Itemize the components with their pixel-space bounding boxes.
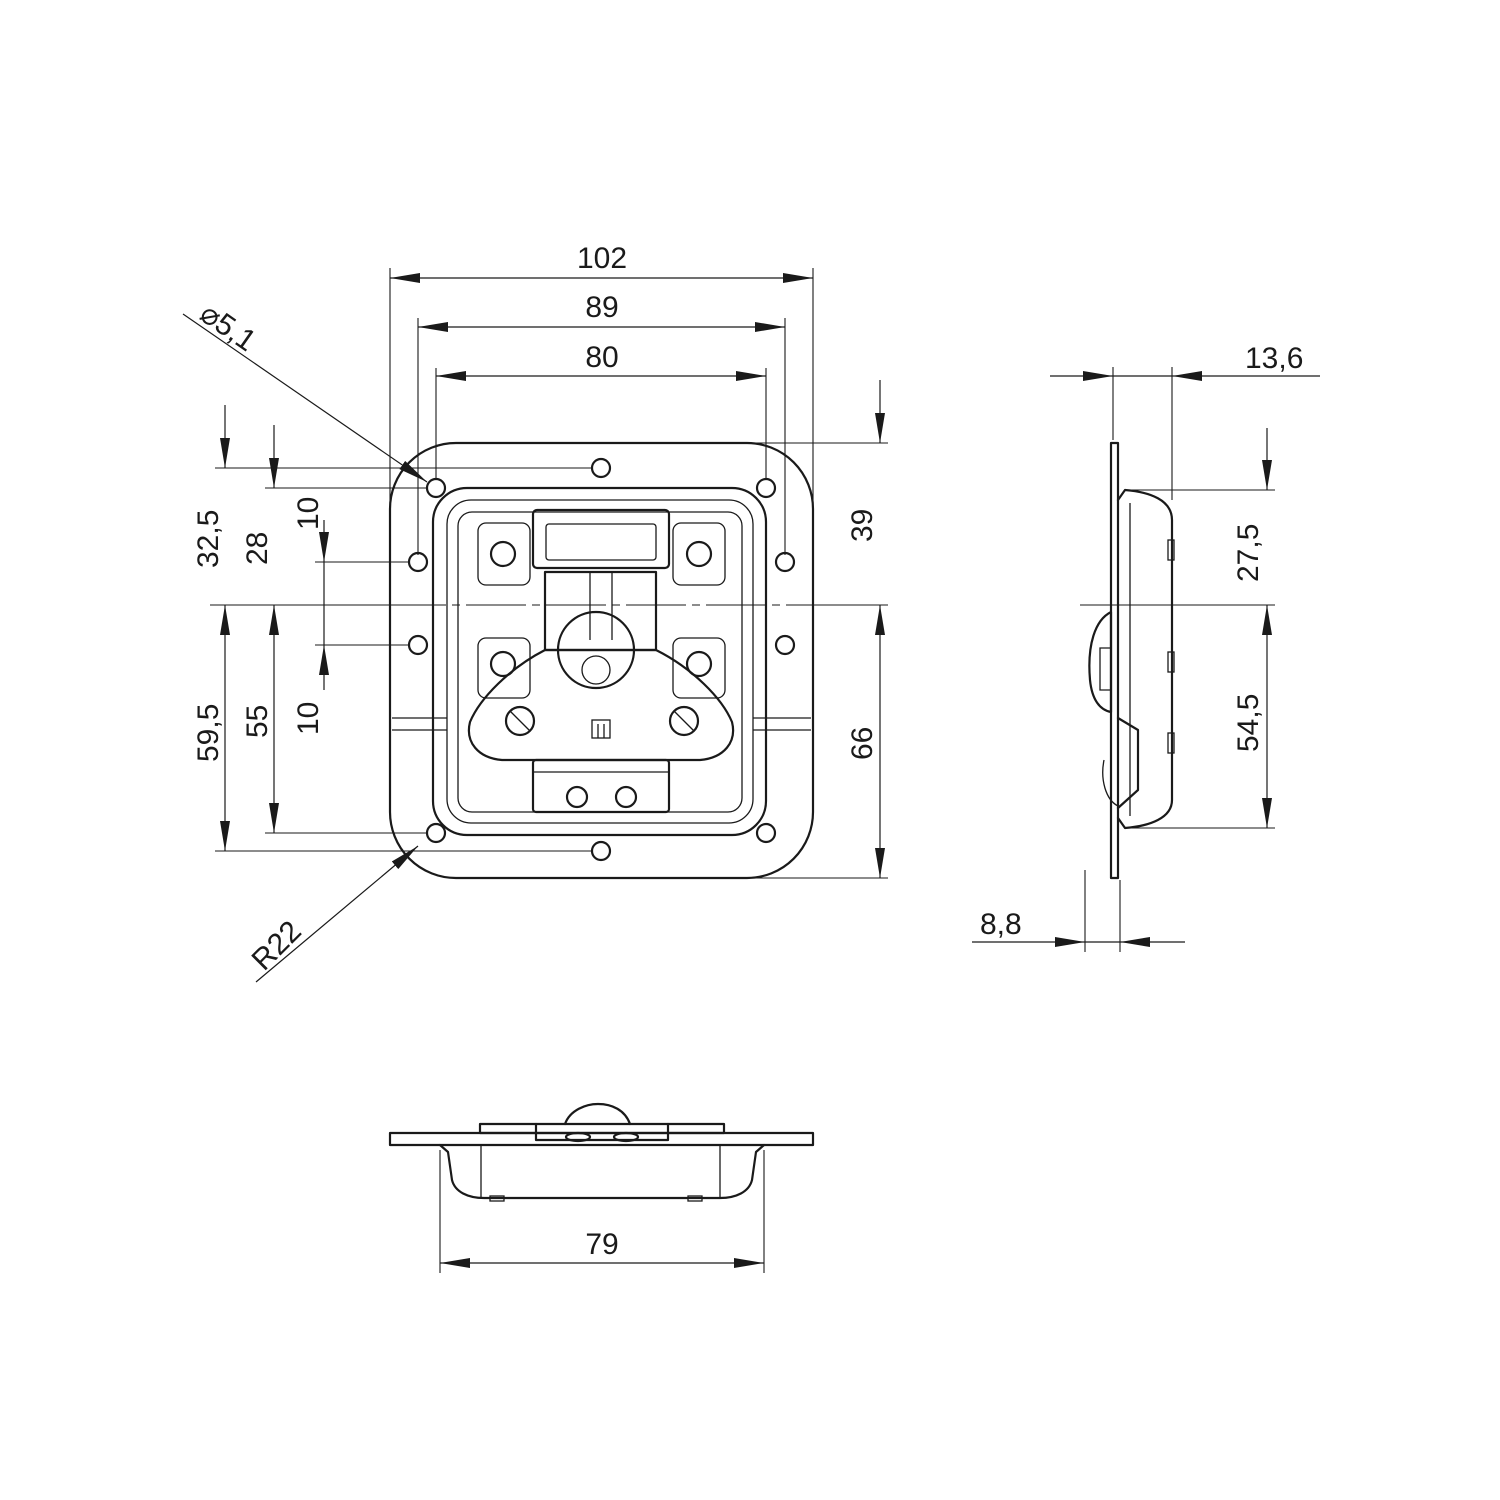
handle-knob [556,610,636,690]
dim-10-lower: 10 [292,702,325,735]
dim-28: 28 [241,532,274,565]
dim-8-8: 8,8 [980,908,1022,941]
dim-hole-diameter: ⌀5,1 [194,297,262,358]
side-dish-profile [1116,488,1174,830]
front-view [386,441,815,880]
front-dimensions: 102 89 80 ⌀5,1 R22 32,5 28 10 10 55 59,5 [182,242,888,983]
dim-55: 55 [241,705,274,738]
dish-inner-rim [446,499,754,824]
dim-39: 39 [846,509,879,542]
bottom-view [388,1102,815,1202]
mounting-holes [407,457,796,862]
side-dimensions: 13,6 8,8 27,5 54,5 [972,342,1320,952]
side-view [1080,441,1275,880]
outer-plate [388,441,815,880]
hinge-plate [531,758,671,814]
dim-13-6: 13,6 [1245,342,1303,375]
dim-79: 79 [585,1228,618,1261]
dim-59-5: 59,5 [192,704,225,762]
dim-66: 66 [846,727,879,760]
dim-10-upper: 10 [292,497,325,530]
dim-54-5: 54,5 [1232,694,1265,752]
dish-outer-rim [431,486,768,837]
side-latch [1088,610,1113,714]
dim-32-5: 32,5 [192,510,225,568]
bottom-dimensions: 79 [439,1150,765,1273]
dim-corner-radius: R22 [246,915,308,977]
butterfly-latch [467,648,735,762]
dim-89: 89 [585,291,618,324]
bottom-dish [438,1143,766,1200]
dish-floor [457,511,743,813]
dim-27-5: 27,5 [1232,524,1265,582]
dim-102: 102 [577,242,627,275]
keeper [531,508,671,570]
dim-80: 80 [585,341,618,374]
